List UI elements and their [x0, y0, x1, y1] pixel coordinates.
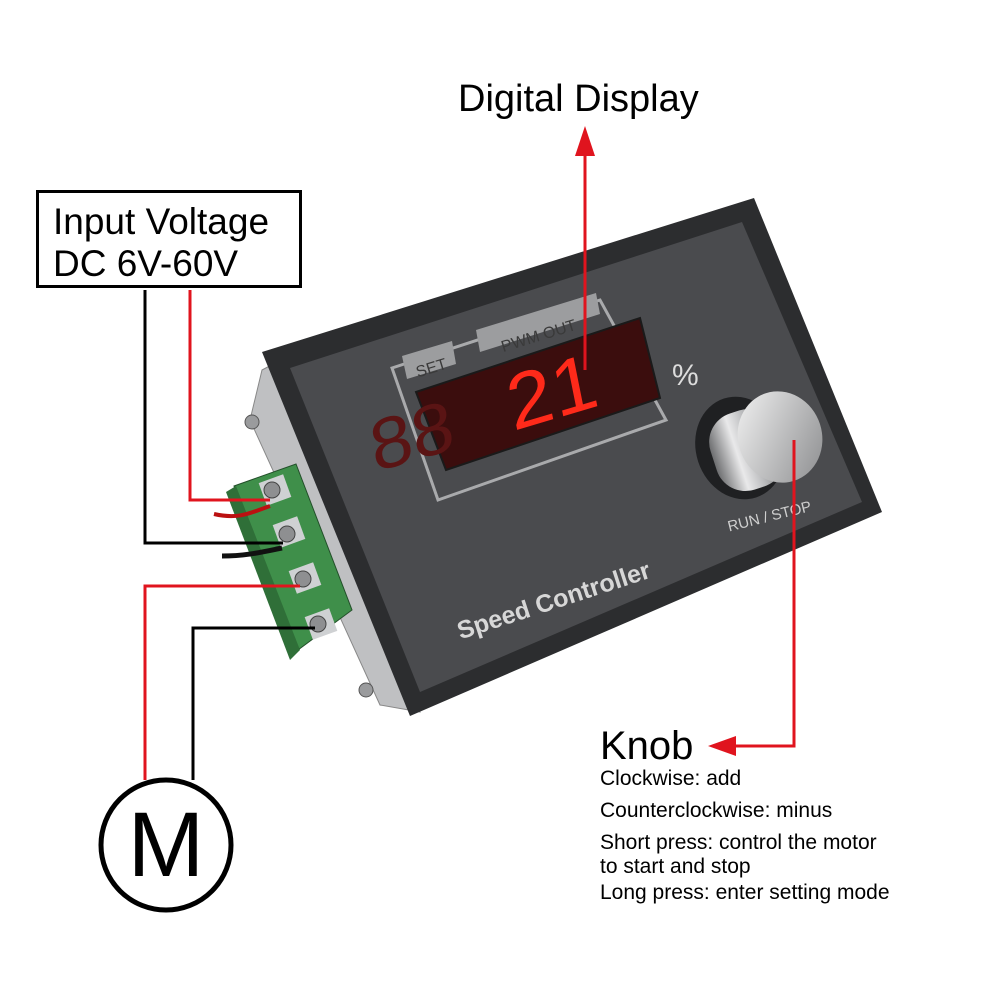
- knob-note-clockwise: Clockwise: add: [600, 767, 742, 790]
- front-panel: [290, 222, 862, 692]
- input-voltage-box: Input Voltage DC 6V-60V: [36, 190, 302, 288]
- knob-note-counterclockwise: Counterclockwise: minus: [600, 799, 833, 822]
- input-negative-wire: [143, 290, 283, 545]
- input-positive-wire: [188, 290, 270, 502]
- knob: [695, 391, 823, 500]
- input-voltage-line1: Input Voltage: [53, 201, 270, 242]
- digital-display-label: Digital Display: [458, 78, 699, 120]
- screw-icon: [244, 414, 260, 430]
- knob-note-short-press: Short press: control the motor: [600, 831, 877, 854]
- motor-positive-wire: [143, 584, 300, 780]
- led-window: [414, 316, 662, 472]
- knob-note-long-press: Long press: enter setting mode: [600, 881, 890, 904]
- motor-negative-wire: [191, 626, 315, 780]
- terminal-block: [226, 463, 353, 660]
- knob-arrow: [734, 440, 796, 748]
- unit-label: %: [672, 359, 699, 392]
- motor-icon: [98, 777, 234, 913]
- knob-title: Knob: [600, 724, 694, 768]
- knob-note-start-stop: to start and stop: [600, 855, 751, 878]
- input-voltage-line2: DC 6V-60V: [53, 243, 239, 284]
- motor-symbol-letter: M: [127, 794, 205, 896]
- screw-icon: [358, 682, 374, 698]
